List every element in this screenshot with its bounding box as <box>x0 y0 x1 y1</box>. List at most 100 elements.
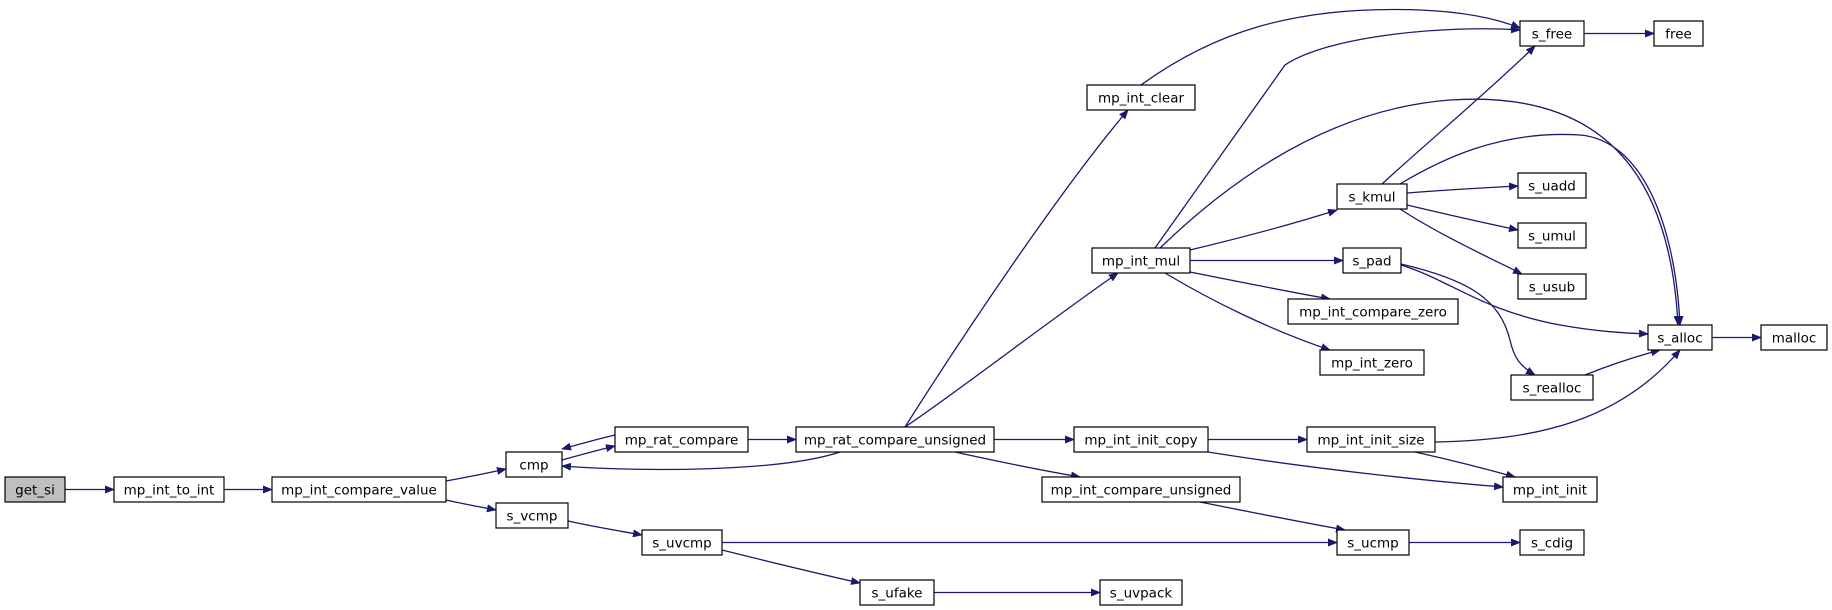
node-box <box>1086 84 1196 111</box>
node-label: mp_int_clear <box>1098 91 1185 107</box>
edge-mp-int-clear-to-s-free <box>1140 8 1521 86</box>
node-label: mp_int_compare_unsigned <box>1051 483 1232 499</box>
node-s-umul[interactable]: s_umul <box>1517 222 1587 249</box>
edge-path <box>1199 501 1346 533</box>
node-box <box>1517 222 1587 249</box>
node-malloc[interactable]: malloc <box>1760 324 1828 351</box>
node-mp-int-init-copy[interactable]: mp_int_init_copy <box>1073 426 1209 453</box>
node-box <box>113 476 225 503</box>
edge-path <box>1159 98 1682 326</box>
edge-mp-int-compare-value-to-cmp <box>445 467 507 482</box>
edge-path <box>721 549 861 585</box>
node-box <box>1647 324 1713 351</box>
node-box <box>1653 20 1704 47</box>
node-mp-int-clear[interactable]: mp_int_clear <box>1086 84 1196 111</box>
node-label: malloc <box>1772 331 1817 347</box>
node-s-ucmp[interactable]: s_ucmp <box>1336 529 1410 556</box>
edge-mp-int-mul-to-mp-int-zero <box>1164 272 1331 351</box>
edge-mp-int-mul-to-mp-int-compare-zero <box>1189 271 1331 302</box>
node-s-cdig[interactable]: s_cdig <box>1519 529 1585 556</box>
node-box <box>495 502 569 529</box>
node-mp-int-init-size[interactable]: mp_int_init_size <box>1306 426 1436 453</box>
node-mp-int-to-int[interactable]: mp_int_to_int <box>113 476 225 503</box>
node-s-uvpack[interactable]: s_uvpack <box>1099 579 1183 606</box>
edge-path <box>1381 45 1536 185</box>
node-mp-int-zero[interactable]: mp_int_zero <box>1319 349 1425 376</box>
node-box <box>505 451 563 478</box>
edge-mp-int-mul-to-s-free <box>1154 25 1521 249</box>
edge-s-pad-to-s-alloc <box>1400 264 1649 338</box>
node-s-ufake[interactable]: s_ufake <box>859 579 935 606</box>
edge-s-uvcmp-to-s-ufake <box>721 549 861 585</box>
node-label: mp_int_mul <box>1102 254 1180 270</box>
node-label: s_ucmp <box>1347 536 1398 552</box>
node-s-free[interactable]: s_free <box>1519 20 1585 47</box>
node-mp-int-mul[interactable]: mp_int_mul <box>1091 247 1191 274</box>
edge-path <box>1140 8 1521 86</box>
edge-path <box>1207 451 1504 491</box>
edge-s-pad-to-s-realloc <box>1400 263 1536 376</box>
node-mp-int-compare-unsigned[interactable]: mp_int_compare_unsigned <box>1041 476 1241 503</box>
node-box <box>1091 247 1191 274</box>
node-label: mp_rat_compare <box>625 433 739 449</box>
node-s-uadd[interactable]: s_uadd <box>1517 172 1587 199</box>
edge-s-kmul-to-s-umul <box>1406 204 1519 233</box>
node-label: s_pad <box>1352 254 1391 270</box>
node-label: s_free <box>1532 27 1572 43</box>
edge-mp-int-mul-to-s-kmul <box>1189 208 1338 251</box>
node-s-vcmp[interactable]: s_vcmp <box>495 502 569 529</box>
node-mp-rat-compare-unsigned[interactable]: mp_rat_compare_unsigned <box>795 426 995 453</box>
edge-path <box>1406 182 1519 194</box>
edge-cmp-to-mp-rat-compare <box>561 444 616 461</box>
node-label: s_alloc <box>1657 331 1702 347</box>
edge-s-realloc-to-s-alloc <box>1584 348 1661 376</box>
node-box <box>1099 579 1183 606</box>
edge-s-vcmp-to-s-uvcmp <box>567 520 643 538</box>
node-box <box>1517 172 1587 199</box>
edge-mp-int-init-size-to-s-alloc <box>1434 349 1681 443</box>
node-label: get_si <box>15 483 55 499</box>
node-label: mp_int_init <box>1513 483 1587 499</box>
node-mp-rat-compare[interactable]: mp_rat_compare <box>614 426 749 453</box>
edge-mp-int-mul-to-s-alloc <box>1159 98 1682 326</box>
node-free[interactable]: free <box>1653 20 1704 47</box>
node-box <box>641 529 723 556</box>
node-mp-int-compare-zero[interactable]: mp_int_compare_zero <box>1287 298 1459 325</box>
node-s-realloc[interactable]: s_realloc <box>1510 374 1594 401</box>
node-box <box>1319 349 1425 376</box>
node-box <box>1519 20 1585 47</box>
node-box <box>1336 529 1410 556</box>
node-mp-int-compare-value[interactable]: mp_int_compare_value <box>271 476 447 503</box>
edge-path <box>445 467 507 482</box>
edge-path <box>1400 264 1649 338</box>
node-s-alloc[interactable]: s_alloc <box>1647 324 1713 351</box>
node-cmp[interactable]: cmp <box>505 451 563 478</box>
edge-path <box>1414 451 1516 479</box>
edge-s-kmul-to-s-alloc <box>1399 133 1684 326</box>
node-mp-int-init[interactable]: mp_int_init <box>1502 476 1598 503</box>
node-label: s_uvpack <box>1110 586 1173 602</box>
node-s-kmul[interactable]: s_kmul <box>1336 183 1408 210</box>
node-label: s_cdig <box>1531 536 1573 552</box>
node-label: s_vcmp <box>507 509 558 525</box>
node-label: mp_int_compare_value <box>281 483 437 499</box>
node-box <box>1287 298 1459 325</box>
node-s-uvcmp[interactable]: s_uvcmp <box>641 529 723 556</box>
node-box <box>1342 247 1402 274</box>
edge-path <box>445 499 497 513</box>
node-label: s_realloc <box>1523 381 1582 397</box>
edge-path <box>1434 349 1681 443</box>
node-box <box>614 426 749 453</box>
node-get-si[interactable]: get_si <box>4 476 66 503</box>
node-s-usub[interactable]: s_usub <box>1517 273 1587 300</box>
edge-path <box>1154 25 1521 249</box>
edge-mp-int-init-copy-to-mp-int-init <box>1207 451 1504 491</box>
node-label: s_usub <box>1529 280 1576 296</box>
node-box <box>1306 426 1436 453</box>
node-label: mp_int_zero <box>1331 356 1413 372</box>
edge-mp-rat-compare-unsigned-to-mp-int-clear <box>904 109 1129 428</box>
node-label: s_kmul <box>1348 190 1395 206</box>
edge-path <box>904 272 1119 428</box>
node-s-pad[interactable]: s_pad <box>1342 247 1402 274</box>
